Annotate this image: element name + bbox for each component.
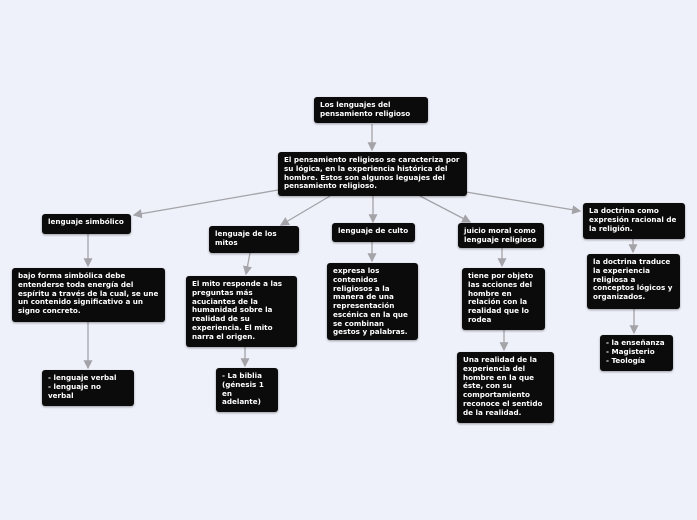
node-main[interactable]: El pensamiento religioso se caracteriza … <box>278 152 467 196</box>
node-root[interactable]: Los lenguajes del pensamiento religioso <box>314 97 428 123</box>
edge-main-simbolico <box>132 189 279 219</box>
node-simbolico[interactable]: lenguaje simbólico <box>42 214 131 234</box>
node-juicio-realidad[interactable]: Una realidad de la experiencia del hombr… <box>457 352 554 423</box>
node-mitos[interactable]: lenguaje de los mitos <box>209 226 299 253</box>
node-mitos-ejemplo[interactable]: - La biblia (génesis 1 en adelante) <box>216 368 278 412</box>
node-culto[interactable]: lenguaje de culto <box>332 223 415 242</box>
node-mitos-desc[interactable]: El mito responde a las preguntas más acu… <box>186 276 297 347</box>
edge-main-mitos <box>279 195 331 226</box>
node-juicio-desc[interactable]: tiene por objeto las acciones del hombre… <box>462 268 545 330</box>
edge-main-doctrina <box>465 191 582 215</box>
node-juicio[interactable]: juicio moral como lenguaje religioso <box>458 223 544 248</box>
node-doctrina-areas[interactable]: - la enseñanza - Magisterio - Teología <box>600 335 673 371</box>
node-doctrina-desc[interactable]: la doctrina traduce la experiencia relig… <box>587 254 680 309</box>
node-simbolico-tipos[interactable]: - lenguaje verbal - lenguaje no verbal <box>42 370 134 406</box>
edge-mitos-desc <box>242 252 252 276</box>
node-simbolico-desc[interactable]: bajo forma simbólica debe entenderse tod… <box>12 268 165 322</box>
node-doctrina[interactable]: La doctrina como expresión racional de l… <box>583 203 685 239</box>
edge-main-juicio <box>419 195 472 223</box>
node-culto-desc[interactable]: expresa los contenidos religiosos a la m… <box>327 263 418 340</box>
